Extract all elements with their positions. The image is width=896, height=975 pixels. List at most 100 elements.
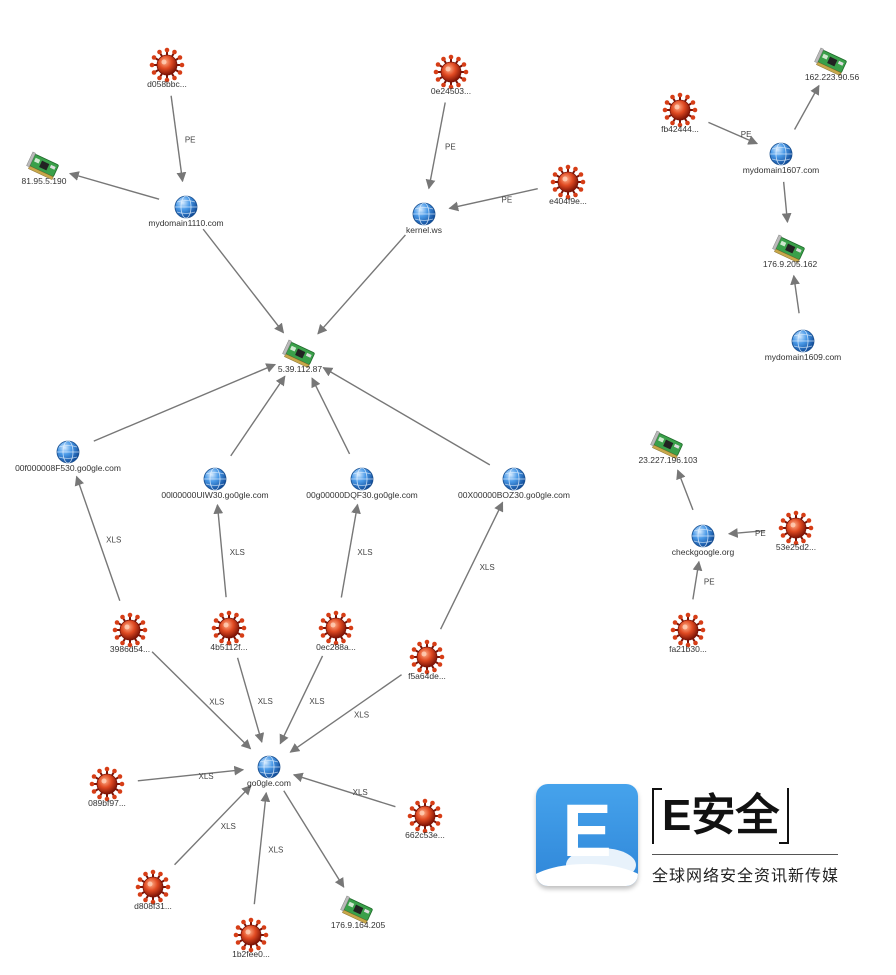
node-malware-md808[interactable]: d808f31...	[134, 869, 172, 911]
edge-fb42-md1607: PE	[708, 121, 759, 145]
node-domain-md1110[interactable]: mydomain1110.com	[148, 195, 224, 228]
node-label: 00l00000UIW30.go0gle.com	[161, 490, 268, 500]
edge-arrow	[322, 367, 491, 466]
edge-go0gle-ip176b	[283, 790, 345, 888]
node-ip-ip176b[interactable]: 176.9.164.205	[331, 895, 386, 930]
edge-arrow	[151, 651, 252, 750]
node-malware-m3986[interactable]: 3986d54...	[110, 612, 150, 654]
edge-arrow	[279, 655, 324, 745]
edge-label: XLS	[354, 710, 369, 719]
globe-icon	[412, 202, 436, 226]
node-malware-m0ec2[interactable]: 0ec288a...	[316, 610, 356, 652]
globe-icon	[257, 755, 281, 779]
node-ip-ip162[interactable]: 162.223.90.56	[805, 47, 860, 82]
edge-arrow	[448, 188, 538, 212]
edge-m4b51-go0gle: XLS	[236, 657, 273, 743]
brand-name: E安全	[652, 788, 790, 844]
edge-arrow	[283, 790, 345, 888]
edge-md1609-ip176a	[790, 274, 800, 314]
brand-slogan: 全球网络安全资讯新传媒	[652, 866, 840, 885]
node-label: fa21b30...	[669, 644, 707, 654]
edge-0e24-kernel: PE	[425, 102, 456, 190]
node-malware-mf5a6[interactable]: f5a64de...	[408, 639, 446, 681]
node-label: 0ec288a...	[316, 642, 356, 652]
globe-icon	[769, 142, 793, 166]
edge-m662c-go0gle: XLS	[292, 772, 396, 808]
edge-md808-go0gle: XLS	[174, 784, 252, 866]
edge-arrow	[253, 791, 271, 905]
edge-label: XLS	[309, 697, 324, 706]
node-domain-md1609[interactable]: mydomain1609.com	[765, 329, 842, 362]
node-label: 089bf97...	[88, 798, 126, 808]
virus-icon	[409, 639, 445, 675]
globe-icon	[56, 440, 80, 464]
edge-arrow	[781, 181, 792, 224]
node-malware-m1b2f[interactable]: 1b2fee0...	[232, 917, 270, 959]
network-card-icon	[772, 234, 805, 263]
edge-label: XLS	[230, 548, 245, 557]
edge-checkg-ip23	[676, 469, 694, 511]
node-domain-kernel[interactable]: kernel.ws	[406, 202, 442, 235]
edge-m089b-go0gle: XLS	[137, 765, 245, 782]
node-domain-go0gle[interactable]: go0gle.com	[247, 755, 291, 788]
node-domain-checkg[interactable]: checkgoogle.org	[672, 524, 735, 557]
node-malware-fa21[interactable]: fa21b30...	[669, 612, 707, 654]
virus-icon	[550, 164, 586, 200]
edge-arrow	[74, 475, 121, 601]
virus-icon	[89, 766, 125, 802]
node-ip-ip23[interactable]: 23.227.196.103	[638, 430, 698, 465]
node-label: e404f9e...	[549, 196, 587, 206]
node-label: 5.39.112.87	[278, 364, 323, 374]
edge-arrow	[236, 657, 265, 743]
edge-d058-md1110: PE	[170, 95, 196, 183]
globe-icon	[350, 467, 374, 491]
node-malware-fb42[interactable]: fb42444...	[661, 92, 699, 134]
edge-arrow	[213, 503, 227, 598]
node-label: mydomain1607.com	[743, 165, 820, 175]
edge-label: XLS	[221, 822, 236, 831]
edge-mf5a6-d00x: XLS	[439, 501, 504, 630]
node-domain-d00g[interactable]: 00g00000DQF30.go0gle.com	[306, 467, 418, 500]
node-ip-ip176a[interactable]: 176.9.205.162	[763, 234, 818, 269]
node-malware-m662c[interactable]: 662c53e...	[405, 798, 445, 840]
edge-label: XLS	[106, 536, 121, 545]
edge-arrow	[790, 274, 800, 314]
edge-label: PE	[755, 529, 766, 538]
edge-label: XLS	[258, 697, 273, 706]
edge-m4b51-d00l: XLS	[213, 503, 245, 598]
virus-icon	[662, 92, 698, 128]
virus-icon	[112, 612, 148, 648]
node-label: kernel.ws	[406, 225, 442, 235]
brand-logo-letter: E	[562, 789, 612, 872]
edge-md1110-ip81	[68, 171, 160, 200]
edge-m3986-d00f: XLS	[74, 475, 121, 601]
node-malware-m4b51[interactable]: 4b5112f...	[210, 610, 248, 652]
node-malware-0e24[interactable]: 0e24503...	[431, 54, 471, 96]
node-domain-d00x[interactable]: 00X00000BOZ30.go0gle.com	[458, 467, 570, 500]
node-malware-m53e[interactable]: 53e25d2...	[776, 510, 816, 552]
node-label: 23.227.196.103	[638, 455, 697, 465]
brand-divider	[652, 854, 838, 855]
edge-md1110-ip5	[202, 228, 285, 334]
edge-arrow	[676, 469, 694, 511]
virus-icon	[407, 798, 443, 834]
node-domain-d00l[interactable]: 00l00000UIW30.go0gle.com	[161, 467, 269, 500]
node-malware-d058[interactable]: d058bbc...	[147, 47, 187, 89]
edge-m0ec2-d00g: XLS	[340, 503, 373, 598]
node-ip-ip81[interactable]: 81.95.5.190	[22, 151, 67, 186]
edge-d00l-ip5	[230, 375, 286, 457]
node-domain-d00f[interactable]: 00f000008F530.go0gle.com	[15, 440, 121, 473]
virus-icon	[135, 869, 171, 905]
globe-icon	[502, 467, 526, 491]
globe-icon	[791, 329, 815, 353]
node-malware-m089b[interactable]: 089bf97...	[88, 766, 126, 808]
node-label: 176.9.164.205	[331, 920, 386, 930]
node-label: 662c53e...	[405, 830, 445, 840]
node-domain-md1607[interactable]: mydomain1607.com	[743, 142, 820, 175]
node-malware-e404[interactable]: e404f9e...	[549, 164, 587, 206]
edge-label: PE	[741, 130, 752, 139]
edge-arrow	[311, 377, 351, 455]
node-ip-ip5[interactable]: 5.39.112.87	[278, 339, 323, 374]
